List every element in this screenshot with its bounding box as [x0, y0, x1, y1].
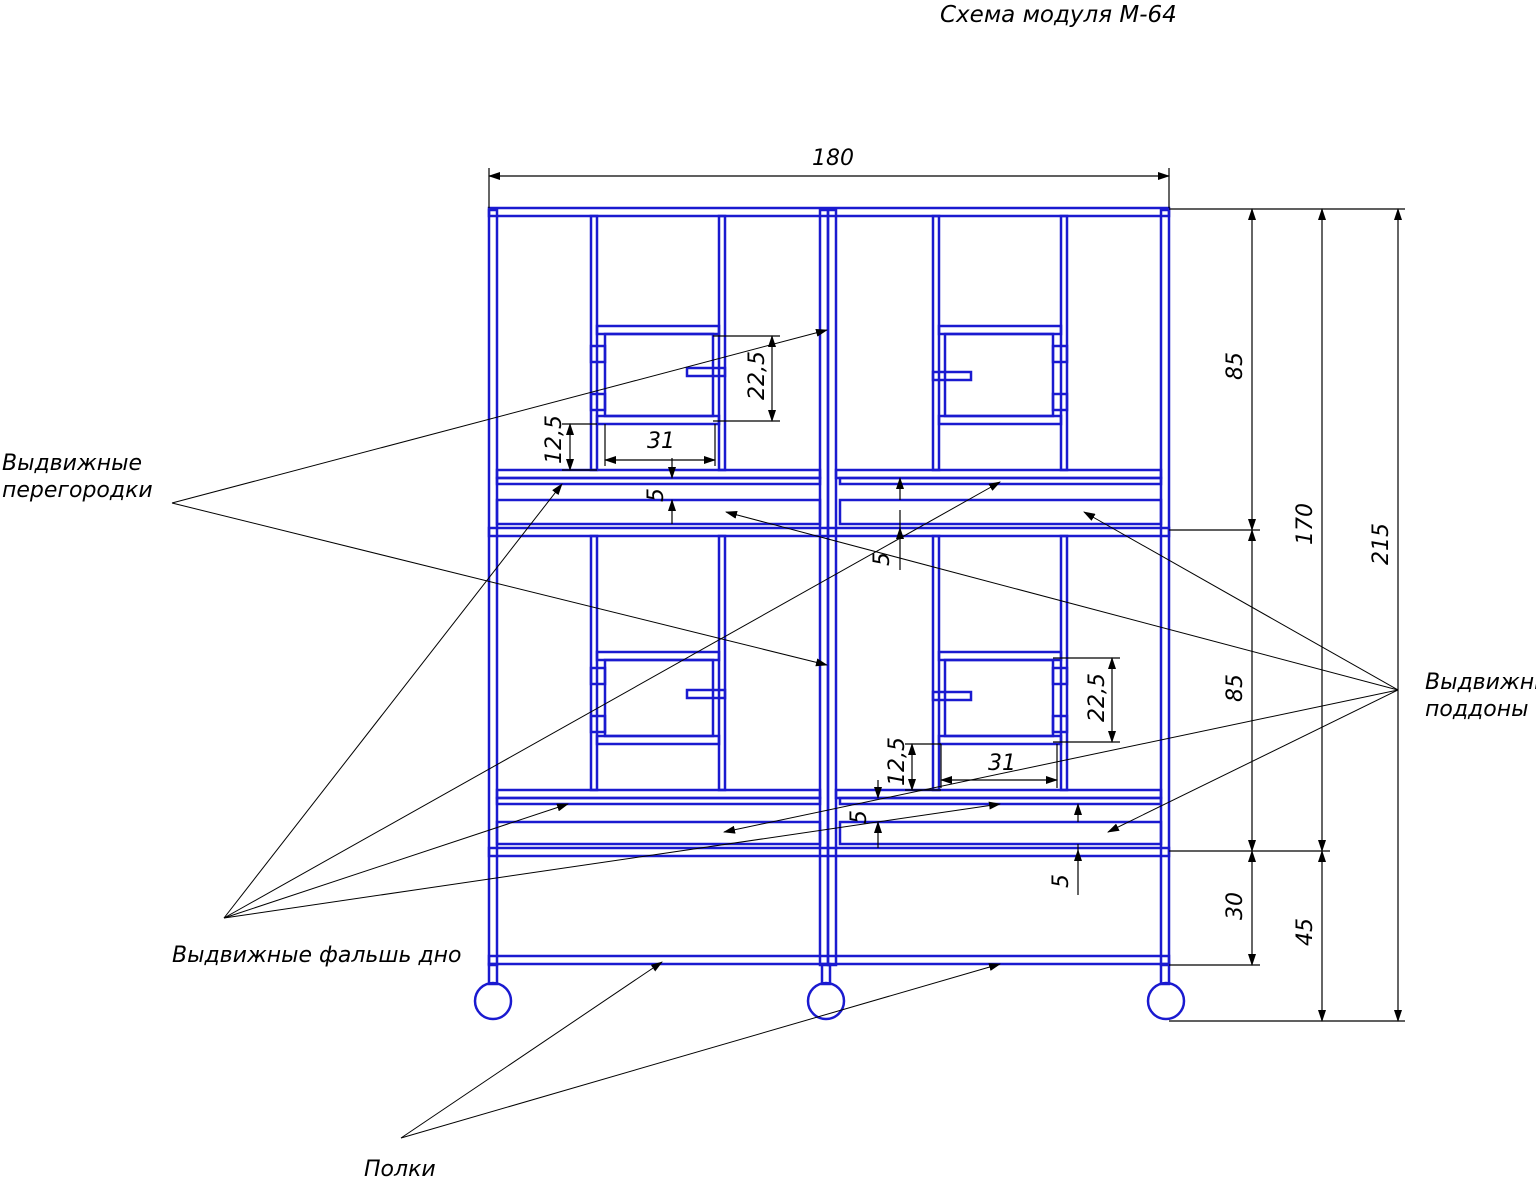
leg-middle — [820, 962, 832, 986]
tray-upper-left — [495, 498, 822, 526]
middle-beam — [487, 526, 1171, 538]
scheme-title: Схема модуля М-64 — [940, 2, 1177, 28]
dim-nest-width-upper: 31 — [647, 429, 675, 454]
dim-base-height: 30 — [1223, 892, 1248, 920]
dim-legs-height: 45 — [1293, 918, 1318, 946]
inner-vertical — [1059, 214, 1069, 472]
dim-lower-section: 85 — [1223, 674, 1248, 702]
nest-box-upper-right — [931, 324, 1069, 426]
dim-nest-width-lower: 31 — [988, 751, 1016, 776]
dim-width-total: 180 — [812, 146, 854, 171]
label-trays-line2: поддоны — [1425, 697, 1528, 722]
dimension-lines — [488, 168, 1405, 1022]
false-bottom-upper-left — [495, 476, 822, 486]
leader-lines — [171, 328, 1399, 1139]
dim-gap-upper-left: 5 — [644, 488, 669, 502]
false-bottom-lower-right — [838, 796, 1163, 806]
dim-gap-lower-right: 5 — [1049, 874, 1074, 888]
wheel-right — [1146, 981, 1186, 1021]
dim-cages-height: 170 — [1293, 503, 1318, 545]
inner-vertical — [589, 534, 599, 792]
dim-upper-section: 85 — [1223, 352, 1248, 380]
label-partitions-line2: перегородки — [2, 478, 153, 503]
dim-nest-height-lower: 22,5 — [1085, 673, 1110, 722]
false-bottom-upper-right — [838, 476, 1163, 486]
nest-box-upper-left — [589, 324, 727, 426]
wheel-left — [473, 981, 513, 1021]
dim-nest-height-upper: 22,5 — [745, 351, 770, 400]
label-false-bottom: Выдвижные фальшь дно — [172, 943, 462, 968]
dim-nest-offset-lower: 12,5 — [885, 737, 910, 786]
dim-gap-upper-right: 5 — [870, 552, 895, 566]
inner-vertical — [717, 214, 727, 472]
label-trays-line1: Выдвижные — [1425, 670, 1536, 695]
leg-left — [487, 962, 499, 986]
dim-nest-offset-upper: 12,5 — [542, 415, 567, 464]
cage-frame — [473, 206, 1186, 1021]
false-bottom-lower-left — [495, 796, 822, 806]
middle-post-right — [826, 208, 838, 967]
label-partitions-line1: Выдвижные — [2, 451, 142, 476]
dimension-labels: 180 85 85 30 170 45 215 22,5 12,5 31 5 5… — [542, 146, 1394, 946]
tray-upper-right — [838, 498, 1163, 526]
label-shelves: Полки — [364, 1157, 436, 1182]
inner-vertical — [717, 534, 727, 792]
inner-vertical — [1059, 534, 1069, 792]
tray-lower-right — [838, 820, 1163, 846]
inner-vertical — [931, 214, 941, 472]
tray-lower-left — [495, 820, 822, 846]
callout-labels: Выдвижные перегородки Выдвижные поддоны … — [2, 451, 1536, 1182]
wheel-middle — [806, 981, 846, 1021]
leg-right — [1159, 962, 1171, 986]
dim-total-height: 215 — [1369, 523, 1394, 565]
inner-vertical — [931, 534, 941, 792]
cage-bottom-beam — [487, 846, 1171, 858]
nest-box-lower-left — [589, 650, 727, 746]
top-beam — [487, 206, 1171, 218]
inner-vertical — [589, 214, 599, 472]
nest-box-lower-right — [931, 650, 1069, 746]
dim-gap-lower-left: 5 — [847, 810, 872, 824]
